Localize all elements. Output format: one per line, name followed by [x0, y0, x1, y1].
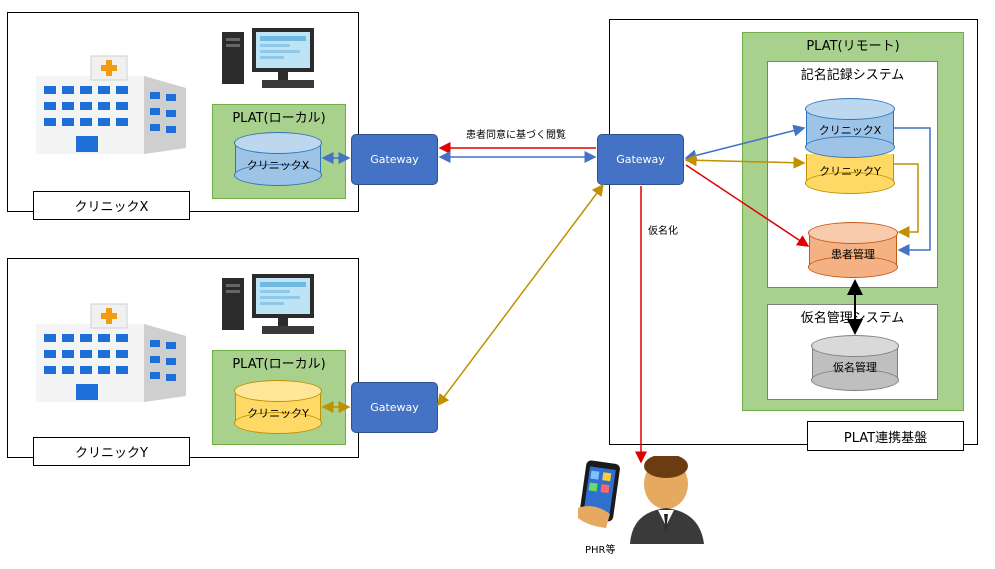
- link-gateway-patient-mgmt: [685, 164, 810, 247]
- gateway-clinic-y[interactable]: Gateway: [351, 382, 438, 433]
- link-remote-clinic-y: [684, 154, 806, 169]
- db-label: クリニックX: [818, 124, 882, 137]
- clinic-y-local-database: クリニックY: [234, 380, 322, 434]
- remote-clinic-x-database: クリニックX: [805, 98, 895, 158]
- gateway-remote[interactable]: Gateway: [597, 134, 684, 185]
- phone-user-icon: [578, 456, 704, 544]
- db-label: クリニックY: [819, 165, 881, 178]
- db-label: クリニックX: [246, 159, 310, 172]
- link-clinic-x-to-patient-mgmt: [894, 127, 931, 256]
- computer-icon: [222, 28, 314, 88]
- computer-icon: [222, 274, 314, 334]
- phr-label: PHR等: [585, 545, 616, 556]
- plat-integration-caption: PLAT連携基盤: [807, 421, 964, 451]
- db-label: クリニックY: [247, 407, 309, 420]
- named-record-system-title: 記名記録システム: [800, 68, 905, 83]
- patient-management-database: 患者管理: [808, 222, 898, 278]
- gateway-clinic-x[interactable]: Gateway: [351, 134, 438, 185]
- clinic-y-caption: クリニックY: [33, 437, 190, 466]
- clinic-x-caption: クリニックX: [33, 191, 190, 220]
- plat-local-title: PLAT(ローカル): [232, 111, 326, 126]
- clinic-x-local-database: クリニックX: [234, 132, 322, 186]
- consent-browse-label: 患者同意に基づく閲覧: [466, 130, 566, 141]
- plat-local-title: PLAT(ローカル): [232, 357, 326, 372]
- link-remote-clinic-x: [684, 124, 806, 162]
- pseudonymize-label: 仮名化: [648, 226, 678, 237]
- hospital-building-icon: [36, 303, 186, 402]
- remote-clinic-y-database: クリニックY: [805, 144, 895, 194]
- pseudonym-management-database: 仮名管理: [811, 335, 899, 391]
- link-clinic-y-to-patient-mgmt: [894, 163, 919, 238]
- link-gateway-y-remote: [437, 183, 604, 407]
- db-label: 仮名管理: [833, 361, 877, 374]
- hospital-building-icon: [36, 55, 186, 154]
- db-label: 患者管理: [831, 248, 875, 261]
- plat-remote-title: PLAT(リモート): [806, 39, 900, 54]
